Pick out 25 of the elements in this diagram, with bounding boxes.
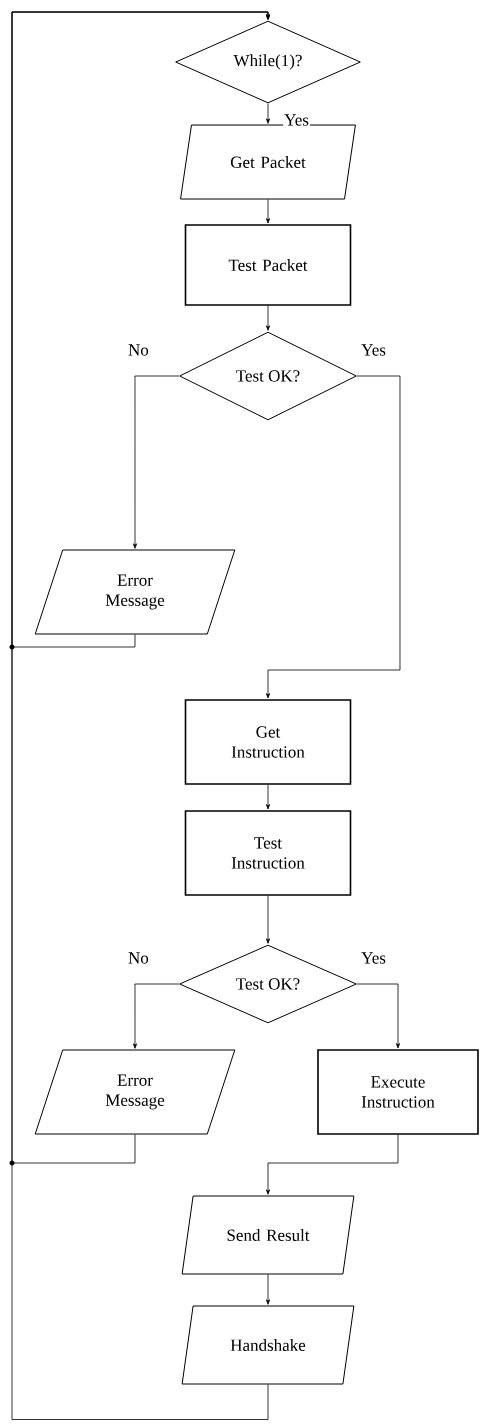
process-box: Test Instruction (184, 810, 352, 896)
io-parallelogram: Error Message (34, 549, 236, 635)
edge-label: No (127, 343, 150, 357)
arrow (266, 199, 270, 224)
edge-label: Yes (283, 113, 310, 127)
io-parallelogram: Handshake (181, 1305, 355, 1385)
arrow (133, 983, 180, 1049)
process-box: Test Packet (184, 224, 352, 306)
arrow (133, 375, 180, 549)
arrow (266, 784, 270, 810)
edge-label: Yes (360, 343, 387, 357)
io-parallelogram: Error Message (34, 1049, 236, 1135)
edge-label: Yes (360, 951, 387, 965)
process-box: Execute Instruction (317, 1049, 479, 1135)
arrow (266, 103, 270, 124)
arrow (266, 895, 270, 944)
arrow (266, 375, 401, 699)
process-box: Get Instruction (184, 699, 352, 785)
io-parallelogram: Send Result (181, 1195, 355, 1275)
arrow (11, 11, 270, 1420)
arrow (266, 305, 270, 331)
edge-label: No (127, 951, 150, 965)
arrow (266, 1134, 399, 1195)
arrow (266, 1274, 270, 1305)
arrow (356, 983, 400, 1049)
